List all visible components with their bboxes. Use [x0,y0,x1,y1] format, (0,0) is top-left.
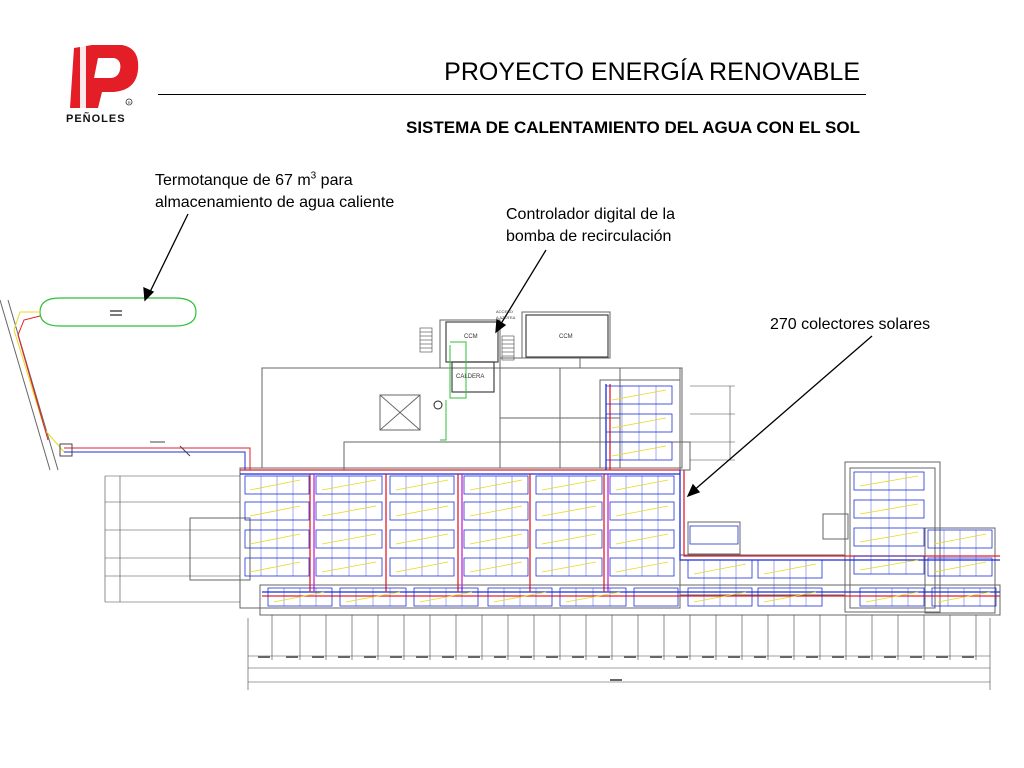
collectors-callout: 270 colectores solares [770,316,931,333]
controller-callout-line2: bomba de recirculación [506,228,672,245]
tank-callout: Termotanque de 67 m3 para almacenamiento… [155,170,394,214]
dimension-lines [104,385,991,690]
controller-callout-arrow [498,249,547,328]
stairs [419,327,515,361]
ccm-right-label: CCM [559,334,573,340]
collector-divisions [260,386,981,606]
tank-callout-line2: almacenamiento de agua caliente [155,194,395,211]
callout-arrows [143,213,873,498]
ccm-left-label: CCM [464,334,478,340]
collector-flow-lines [249,389,991,603]
page-title: PROYECTO ENERGÍA RENOVABLE [444,58,860,86]
tank-callout-line1: Termotanque de 67 m3 para [155,170,353,189]
dimension-marks [258,656,974,681]
thermal-tank [39,297,197,327]
controller-callout-line1: Controlador digital de la [506,206,675,223]
acceso-label: ACCESO [496,309,513,314]
boiler-piping [433,341,467,441]
tank-callout-arrow [147,213,189,297]
ccm-rooms [445,314,609,393]
caldera-label: CALDERA [456,374,484,380]
title-divider [158,94,866,95]
tank-piping [0,299,251,471]
controller-callout: Controlador digital de la bomba de recir… [506,204,675,248]
main-pipes [240,384,1000,597]
page-subtitle: SISTEMA DE CALENTAMIENTO DEL AGUA CON EL… [406,118,860,137]
svg-text:R: R [128,100,131,105]
collectors-callout-arrow [691,335,873,493]
penoles-logo: R [70,45,139,108]
logo-wordmark: PEÑOLES [66,113,126,125]
azotea-label: A AZOTEA [496,315,516,320]
